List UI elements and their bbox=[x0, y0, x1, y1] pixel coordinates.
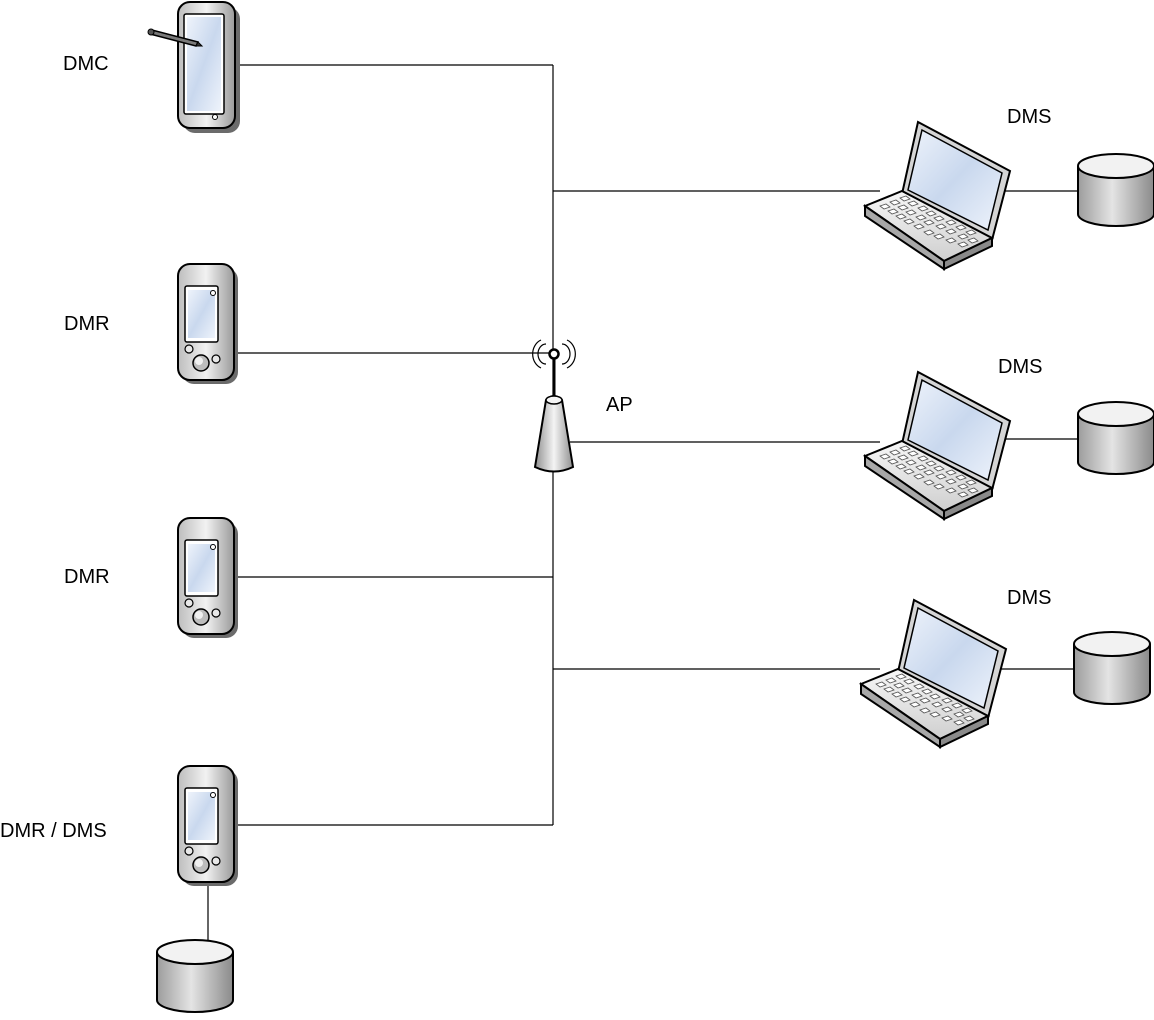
wireless-access-point-icon bbox=[532, 339, 576, 473]
pda-icon bbox=[177, 263, 239, 385]
dmc-label: DMC bbox=[63, 53, 109, 75]
dmr-label: DMR bbox=[64, 566, 110, 588]
pda-icon bbox=[177, 517, 239, 639]
database-cylinder-icon bbox=[1073, 631, 1151, 705]
tablet-with-stylus-icon bbox=[147, 1, 240, 133]
dmr-label: DMR bbox=[64, 313, 110, 335]
dms-label: DMS bbox=[1007, 587, 1052, 609]
dmr-dms-label: DMR / DMS bbox=[0, 820, 107, 842]
pda-icon bbox=[177, 765, 239, 887]
laptop-icon bbox=[864, 121, 1011, 270]
database-cylinder-icon bbox=[1077, 401, 1154, 475]
database-cylinder-icon bbox=[156, 939, 234, 1013]
dms-label: DMS bbox=[1007, 106, 1052, 128]
laptop-icon bbox=[864, 371, 1011, 520]
ap-label: AP bbox=[606, 394, 633, 416]
database-cylinder-icon bbox=[1077, 153, 1154, 227]
laptop-icon bbox=[860, 599, 1007, 748]
connection-lines bbox=[207, 64, 1078, 945]
dms-label: DMS bbox=[998, 356, 1043, 378]
